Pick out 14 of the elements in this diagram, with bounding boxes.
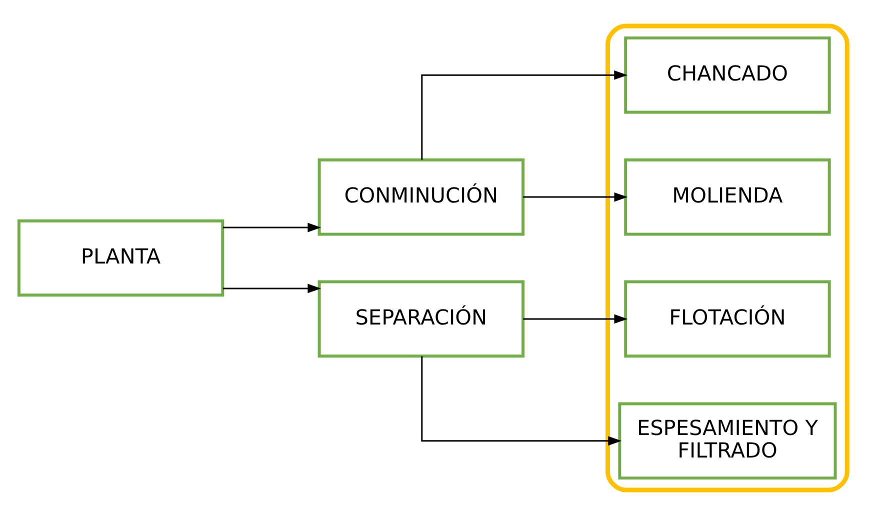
node-box: SEPARACIÓN [318, 280, 524, 358]
node-box: ESPESAMIENTO Y FILTRADO [618, 402, 837, 480]
arrow [222, 222, 322, 232]
node-box: CONMINUCIÓN [318, 158, 524, 236]
node-box: FLOTACIÓN [624, 280, 831, 358]
node-box: PLANTA [17, 219, 224, 297]
node-box: MOLIENDA [624, 158, 831, 236]
arrow [421, 70, 628, 160]
arrow [523, 192, 628, 202]
arrow [222, 284, 322, 294]
node-box: CHANCADO [624, 36, 831, 114]
arrow [523, 314, 628, 324]
cluster [606, 24, 850, 492]
arrow [421, 356, 622, 446]
